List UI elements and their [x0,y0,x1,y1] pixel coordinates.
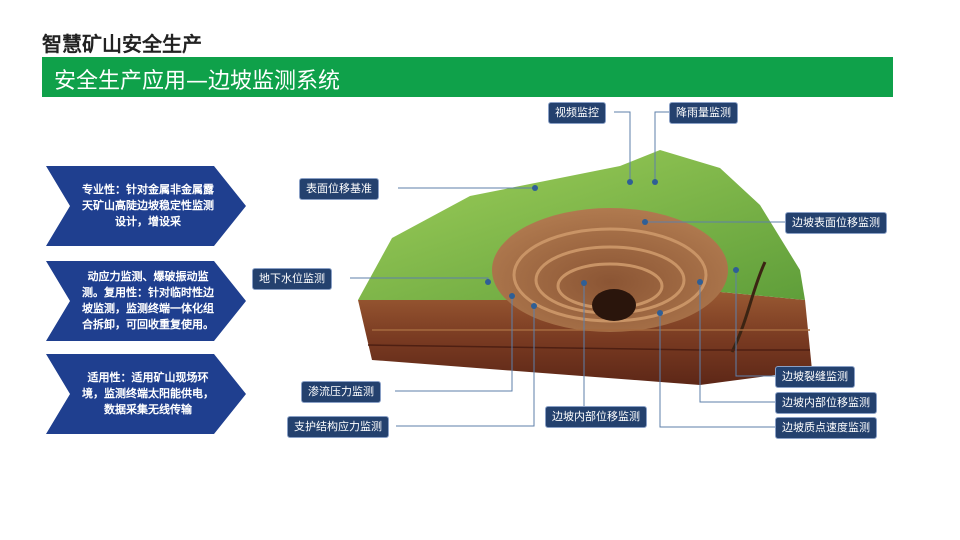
label-velocity: 边坡质点速度监测 [775,417,877,439]
label-support: 支护结构应力监测 [287,416,389,438]
label-slope-surface: 边坡表面位移监测 [785,212,887,234]
section-banner: 安全生产应用—边坡监测系统 [42,57,893,97]
feature-arrow-applicability: 适用性：适用矿山现场环境，监测终端太阳能供电，数据采集无线传输 [46,354,246,434]
label-internal-right: 边坡内部位移监测 [775,392,877,414]
label-surface-base: 表面位移基准 [299,178,379,200]
label-internal-center: 边坡内部位移监测 [545,406,647,428]
feature-text: 专业性：针对金属非金属露天矿山高陡边坡稳定性监测设计，增设采 [82,183,214,228]
feature-text: 动应力监测、爆破振动监测。复用性：针对临时性边坡监测，监测终端一体化组合拆卸，可… [82,270,214,331]
page-title: 智慧矿山安全生产 [42,32,202,56]
label-seepage: 渗流压力监测 [301,381,381,403]
banner-title: 安全生产应用—边坡监测系统 [54,69,341,94]
terrain-front-face [358,290,812,385]
feature-arrow-professional: 专业性：针对金属非金属露天矿山高陡边坡稳定性监测设计，增设采 [46,166,246,246]
feature-text: 适用性：适用矿山现场环境，监测终端太阳能供电，数据采集无线传输 [82,371,214,416]
label-crack: 边坡裂缝监测 [775,366,855,388]
tunnel [592,289,636,321]
label-groundwater: 地下水位监测 [252,268,332,290]
label-rain: 降雨量监测 [669,102,738,124]
feature-arrow-reusability: 动应力监测、爆破振动监测。复用性：针对临时性边坡监测，监测终端一体化组合拆卸，可… [46,261,246,341]
label-video: 视频监控 [548,102,606,124]
